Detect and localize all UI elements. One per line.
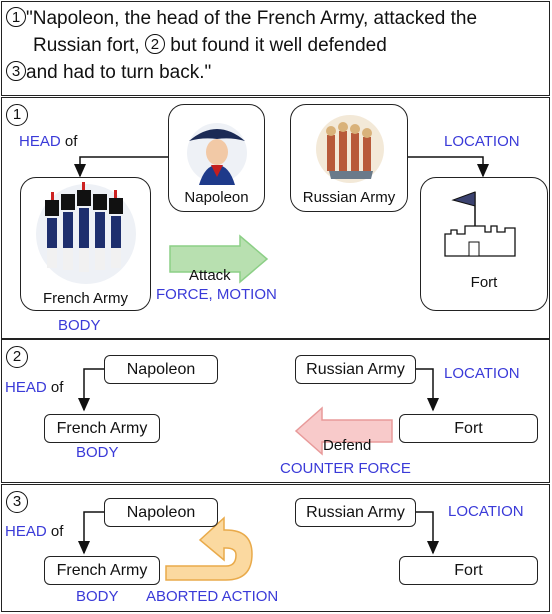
- sentence-text-2b: but found it well defended: [170, 35, 387, 56]
- body-label-1: BODY: [58, 317, 101, 334]
- russian-army-card: Russian Army: [290, 104, 408, 212]
- sentence-text-1: "Napoleon, the head of the French Army, …: [26, 8, 478, 29]
- russian-army-illustration: [316, 115, 384, 183]
- location-relation-2: LOCATION: [444, 365, 520, 382]
- body-label-2: BODY: [76, 444, 119, 461]
- aborted-action-arrow: [165, 516, 253, 581]
- location-connector-1: [408, 156, 489, 178]
- head-word-2: HEAD: [5, 379, 47, 396]
- panel-1-number: 1: [6, 104, 28, 126]
- napoleon-label: Napoleon: [184, 189, 249, 206]
- panel-3-number: 3: [6, 491, 28, 513]
- sentence-text-3: and had to turn back.": [26, 62, 212, 83]
- sentence-line-1: 1"Napoleon, the head of the French Army,…: [6, 6, 477, 32]
- of-word-2: of: [50, 379, 64, 396]
- attack-label: Attack: [189, 267, 231, 284]
- attack-arrow: [169, 234, 269, 284]
- aborted-action-label: ABORTED ACTION: [146, 588, 279, 605]
- location-connector-2: [416, 368, 439, 412]
- defend-arrow: [294, 406, 393, 456]
- panel-3: [1, 484, 550, 612]
- head-of-relation-3: HEAD of: [5, 523, 63, 540]
- panel-2: [1, 339, 550, 483]
- body-label-3: BODY: [76, 588, 119, 605]
- counter-force-label: COUNTER FORCE: [280, 460, 411, 477]
- fort-illustration: [444, 191, 516, 257]
- russian-army-label: Russian Army: [302, 189, 396, 206]
- sentence-number-1: 1: [6, 7, 26, 27]
- head-of-connector-1: [74, 156, 168, 178]
- panel-1: [1, 97, 550, 339]
- napoleon-box-3: Napoleon: [104, 498, 218, 527]
- sentence-line-2: Russian fort, 2 but found it well defend…: [33, 33, 387, 59]
- french-army-illustration: [36, 182, 136, 284]
- location-relation-3: LOCATION: [448, 503, 524, 520]
- head-word-3: HEAD: [5, 523, 47, 540]
- fort-box-3: Fort: [399, 556, 538, 585]
- fort-box-2: Fort: [399, 414, 538, 443]
- head-of-connector-2: [78, 368, 104, 412]
- of-word-1: of: [64, 133, 78, 150]
- sentence-number-3: 3: [6, 61, 26, 81]
- panel-2-number: 2: [6, 346, 28, 368]
- fort-label: Fort: [470, 274, 498, 291]
- russian-army-box-2: Russian Army: [295, 355, 416, 384]
- fort-card: Fort: [420, 177, 548, 311]
- location-connector-3: [416, 511, 439, 555]
- head-of-connector-3: [78, 511, 104, 555]
- head-of-relation-1: HEAD of: [19, 133, 77, 150]
- force-motion-label: FORCE, MOTION: [156, 286, 277, 303]
- defend-label: Defend: [323, 437, 372, 454]
- napoleon-portrait: [187, 123, 247, 185]
- location-relation-1: LOCATION: [444, 133, 520, 150]
- napoleon-box-2: Napoleon: [104, 355, 218, 384]
- sentence-panel: [1, 1, 550, 96]
- head-of-relation-2: HEAD of: [5, 379, 63, 396]
- sentence-text-2a: Russian fort,: [33, 35, 140, 56]
- head-word-1: HEAD: [19, 133, 61, 150]
- french-army-label: French Army: [42, 290, 129, 307]
- french-army-box-2: French Army: [44, 414, 160, 443]
- french-army-box-3: French Army: [44, 556, 160, 585]
- french-army-card: French Army: [20, 177, 151, 311]
- sentence-number-2: 2: [144, 34, 165, 54]
- of-word-3: of: [50, 523, 64, 540]
- napoleon-card: Napoleon: [168, 104, 265, 212]
- russian-army-box-3: Russian Army: [295, 498, 416, 527]
